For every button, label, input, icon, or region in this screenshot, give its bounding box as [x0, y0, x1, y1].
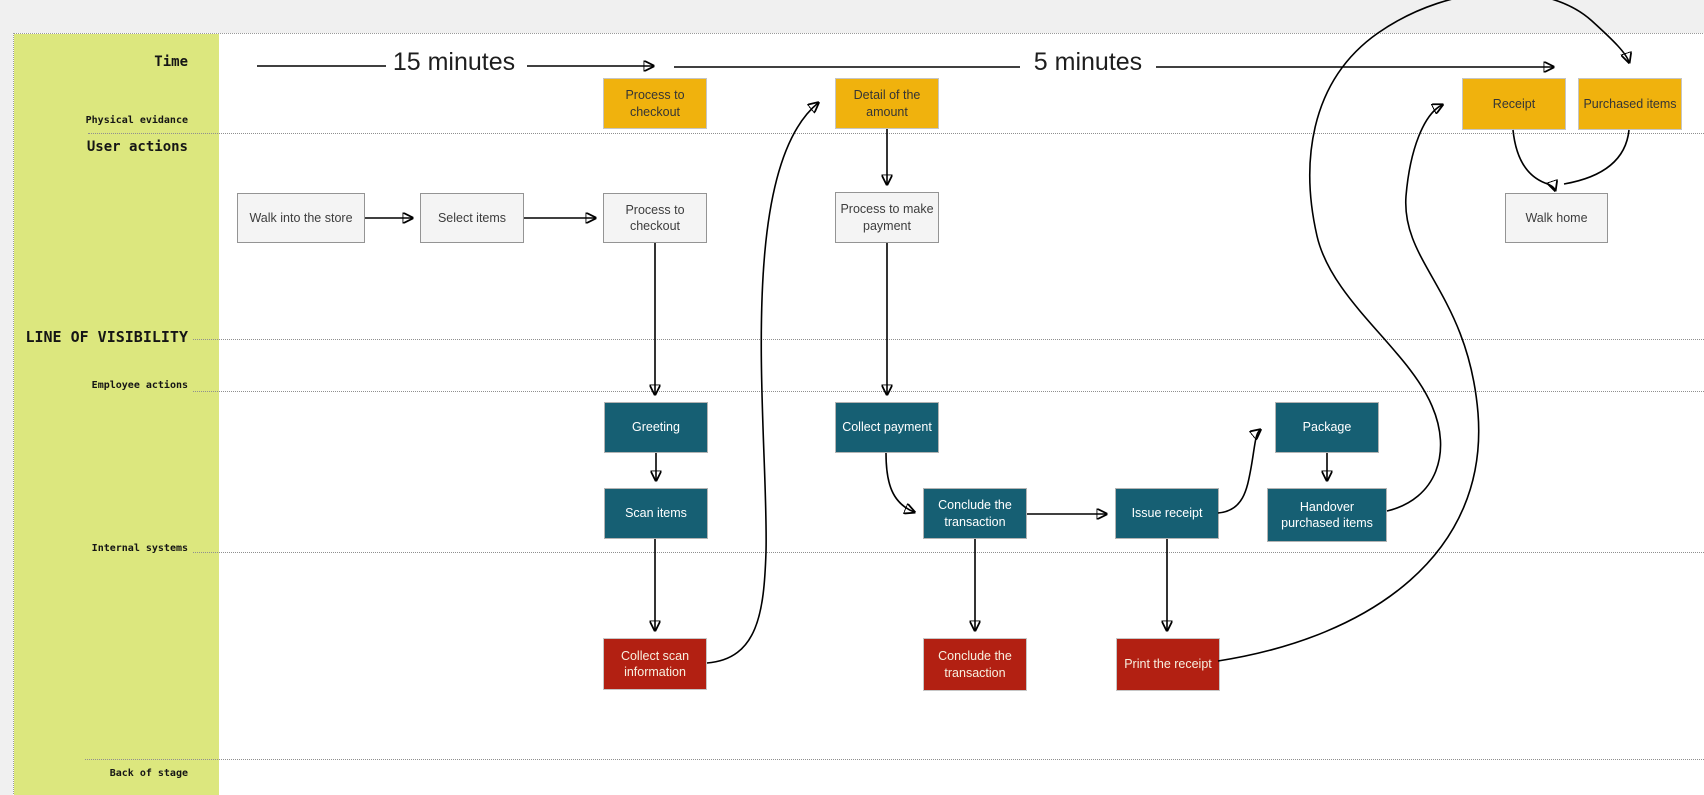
lane-label-physical-evidence: Physical evidance [85, 115, 188, 126]
lane-divider-physical-evidence [88, 133, 1704, 134]
lane-label-time: Time [154, 54, 188, 70]
node-handover-purchased-items[interactable]: Handover purchased items [1267, 488, 1387, 542]
timeline-label-15-minutes: 15 minutes [392, 48, 516, 76]
node-label: Purchased items [1583, 96, 1677, 111]
node-print-the-receipt[interactable]: Print the receipt [1116, 638, 1220, 691]
node-label: Process to make payment [840, 202, 934, 233]
node-label: Walk home [1525, 210, 1588, 225]
node-label: Scan items [625, 506, 687, 521]
node-issue-receipt[interactable]: Issue receipt [1115, 488, 1219, 539]
node-receipt[interactable]: Receipt [1462, 78, 1566, 130]
node-greeting[interactable]: Greeting [604, 402, 708, 453]
node-label: Conclude the transaction [938, 498, 1012, 529]
node-detail-of-the-amount[interactable]: Detail of the amount [835, 78, 939, 129]
node-conclude-the-transaction-employee[interactable]: Conclude the transaction [923, 488, 1027, 539]
node-label: Process to checkout [625, 202, 685, 234]
lane-label-employee-actions: Employee actions [91, 380, 188, 391]
node-walk-home[interactable]: Walk home [1505, 193, 1608, 243]
node-process-to-checkout-user[interactable]: Process to checkout [603, 193, 707, 243]
node-label: Process to checkout [625, 88, 685, 119]
node-label: Issue receipt [1131, 506, 1203, 521]
lane-header-column [14, 34, 219, 795]
lane-divider-internal-systems [193, 552, 1704, 553]
node-label: Collect scan information [620, 648, 690, 680]
node-label: Select items [437, 210, 507, 225]
lane-label-internal-systems: Internal systems [91, 543, 188, 554]
node-scan-items[interactable]: Scan items [604, 488, 708, 539]
node-walk-into-the-store[interactable]: Walk into the store [237, 193, 365, 243]
node-label: Conclude the transaction [938, 649, 1012, 680]
node-label: Receipt [1492, 96, 1536, 111]
lane-divider-employee-actions [193, 391, 1704, 392]
lane-divider-line-of-visibility [193, 339, 1704, 340]
node-purchased-items[interactable]: Purchased items [1578, 78, 1682, 130]
node-label: Print the receipt [1124, 657, 1212, 672]
node-label: Package [1302, 420, 1352, 435]
node-label: Greeting [632, 420, 680, 435]
node-label: Handover purchased items [1281, 499, 1373, 531]
lane-label-back-of-stage: Back of stage [109, 768, 188, 779]
lane-divider-back-of-stage [85, 759, 1704, 760]
node-process-to-make-payment[interactable]: Process to make payment [835, 192, 939, 243]
node-collect-scan-information[interactable]: Collect scan information [603, 638, 707, 690]
node-label: Walk into the store [249, 210, 353, 225]
node-collect-payment[interactable]: Collect payment [835, 402, 939, 453]
node-select-items[interactable]: Select items [420, 193, 524, 243]
node-conclude-the-transaction-system[interactable]: Conclude the transaction [923, 638, 1027, 691]
lane-label-line-of-visibility: LINE OF VISIBILITY [25, 328, 188, 346]
node-package[interactable]: Package [1275, 402, 1379, 453]
node-label: Collect payment [842, 420, 932, 435]
node-process-to-checkout-evidence[interactable]: Process to checkout [603, 78, 707, 129]
node-label: Detail of the amount [853, 88, 921, 119]
lane-label-user-actions: User actions [86, 139, 188, 155]
timeline-label-5-minutes: 5 minutes [1033, 48, 1143, 76]
